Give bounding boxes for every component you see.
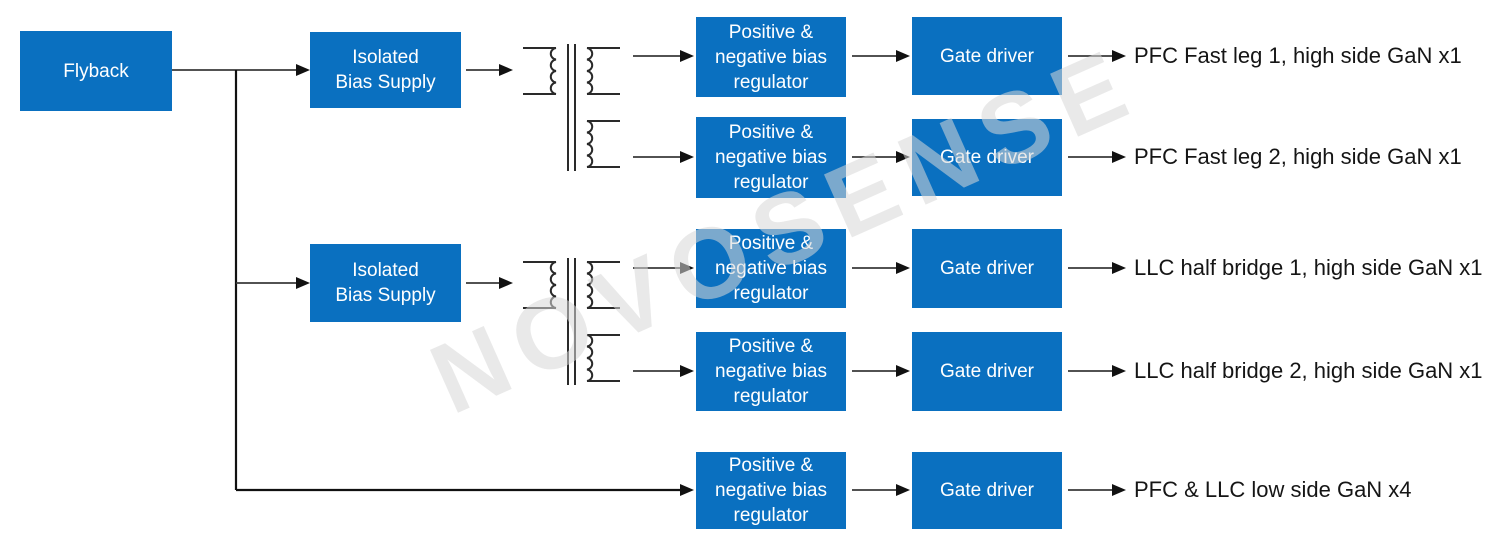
output-label-low-side: PFC & LLC low side GaN x4 bbox=[1134, 477, 1412, 502]
arrow-icon bbox=[296, 64, 310, 76]
transformer-primary-coil bbox=[523, 47, 557, 95]
arrow-icon bbox=[499, 277, 513, 289]
wire-lines bbox=[172, 55, 1112, 492]
output-label-llc-half-bridge-1: LLC half bridge 1, high side GaN x1 bbox=[1134, 255, 1483, 280]
node-bias-regulator-1: Positive & negative bias regulator bbox=[696, 17, 846, 97]
arrow-icon bbox=[680, 50, 694, 62]
transformer-secondary-coil bbox=[586, 334, 620, 382]
arrow-icon bbox=[680, 365, 694, 377]
arrow-icon bbox=[499, 64, 513, 76]
transformer-icon bbox=[523, 258, 620, 385]
output-label-pfc-fast-leg-1: PFC Fast leg 1, high side GaN x1 bbox=[1134, 43, 1462, 68]
node-bias-regulator-3: Positive & negative bias regulator bbox=[696, 229, 846, 308]
node-flyback: Flyback bbox=[20, 31, 172, 111]
arrow-icon bbox=[1112, 484, 1126, 496]
transformer-secondary-coil bbox=[586, 47, 620, 95]
node-bias-regulator-4: Positive & negative bias regulator bbox=[696, 332, 846, 411]
arrow-icon bbox=[896, 262, 910, 274]
arrow-icon bbox=[896, 484, 910, 496]
transformer-secondary-coil bbox=[586, 120, 620, 168]
arrow-icon bbox=[896, 151, 910, 163]
node-bias-regulator-5: Positive & negative bias regulator bbox=[696, 452, 846, 529]
arrow-icon bbox=[296, 277, 310, 289]
node-gate-driver-5: Gate driver bbox=[912, 452, 1062, 529]
node-isolated-bias-supply-1: Isolated Bias Supply bbox=[310, 32, 461, 108]
transformer-icon bbox=[523, 44, 620, 171]
output-label-llc-half-bridge-2: LLC half bridge 2, high side GaN x1 bbox=[1134, 358, 1483, 383]
output-label-pfc-fast-leg-2: PFC Fast leg 2, high side GaN x1 bbox=[1134, 144, 1462, 169]
node-gate-driver-4: Gate driver bbox=[912, 332, 1062, 411]
node-bias-regulator-2: Positive & negative bias regulator bbox=[696, 117, 846, 198]
arrow-icon bbox=[1112, 365, 1126, 377]
node-isolated-bias-supply-2: Isolated Bias Supply bbox=[310, 244, 461, 322]
arrow-icon bbox=[1112, 151, 1126, 163]
arrowheads bbox=[296, 50, 1126, 496]
arrow-icon bbox=[1112, 262, 1126, 274]
arrow-icon bbox=[680, 484, 694, 496]
arrow-icon bbox=[896, 50, 910, 62]
node-gate-driver-1: Gate driver bbox=[912, 17, 1062, 95]
arrow-icon bbox=[680, 262, 694, 274]
node-gate-driver-3: Gate driver bbox=[912, 229, 1062, 308]
arrow-icon bbox=[680, 151, 694, 163]
node-gate-driver-2: Gate driver bbox=[912, 119, 1062, 196]
arrow-icon bbox=[1112, 50, 1126, 62]
transformer-secondary-coil bbox=[586, 261, 620, 309]
transformer-primary-coil bbox=[523, 261, 557, 309]
arrow-icon bbox=[896, 365, 910, 377]
